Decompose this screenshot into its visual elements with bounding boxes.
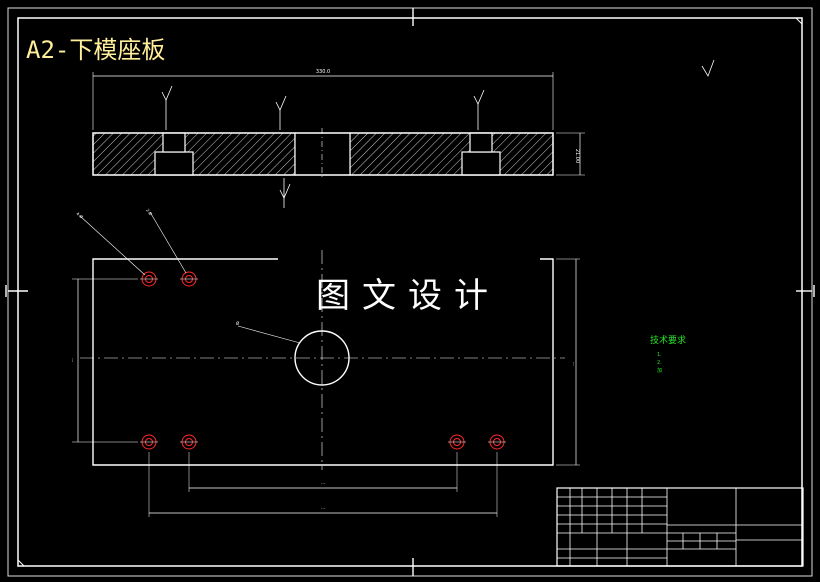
drawing-title: A2-下模座板 — [26, 36, 166, 64]
svg-text:···: ··· — [70, 358, 75, 362]
hole-bottom-left-2 — [180, 434, 198, 450]
technical-note-line-3: 加 — [657, 368, 663, 374]
watermark-text: 图文设计 — [316, 276, 500, 316]
technical-notes-title: 技术要求 — [650, 336, 687, 346]
center-hole — [294, 330, 350, 386]
plan-view: Ø — [70, 208, 580, 517]
technical-note-line-1: 1. — [657, 352, 662, 358]
hole-bottom-right-2 — [488, 434, 506, 450]
roughness-symbols — [161, 59, 715, 208]
hole-top-left-1 — [140, 271, 158, 287]
svg-text:···: ··· — [571, 362, 576, 366]
svg-text:2-Ø: 2-Ø — [145, 208, 153, 217]
section-right-counterbore — [461, 151, 501, 176]
section-left-counterbore — [154, 151, 194, 176]
hole-bottom-left-1 — [140, 434, 158, 450]
inner-drawing-frame — [17, 17, 803, 567]
thickness-dimension: 21.00 — [574, 149, 580, 163]
section-left-hatch — [92, 132, 296, 176]
svg-text:···: ··· — [321, 481, 325, 486]
hole-bottom-right-1 — [448, 434, 466, 450]
section-view: 330.0 21.00 — [92, 59, 715, 208]
section-center-bore — [294, 132, 351, 176]
svg-text:Ø: Ø — [236, 321, 239, 326]
svg-text:···: ··· — [321, 506, 325, 511]
title-block — [556, 487, 804, 567]
svg-text:4-Ø: 4-Ø — [75, 211, 84, 219]
bolt-holes — [140, 271, 506, 450]
outer-sheet-border — [7, 7, 813, 577]
centering-marks — [5, 8, 815, 576]
hole-top-left-2 — [180, 271, 198, 287]
frame-diagonal-marks — [17, 17, 803, 567]
technical-note-line-2: 2. — [657, 360, 662, 366]
hole-leaders: 4-Ø 2-Ø — [75, 208, 187, 276]
section-right-hatch — [349, 132, 554, 176]
overall-length-dimension: 330.0 — [316, 69, 330, 75]
